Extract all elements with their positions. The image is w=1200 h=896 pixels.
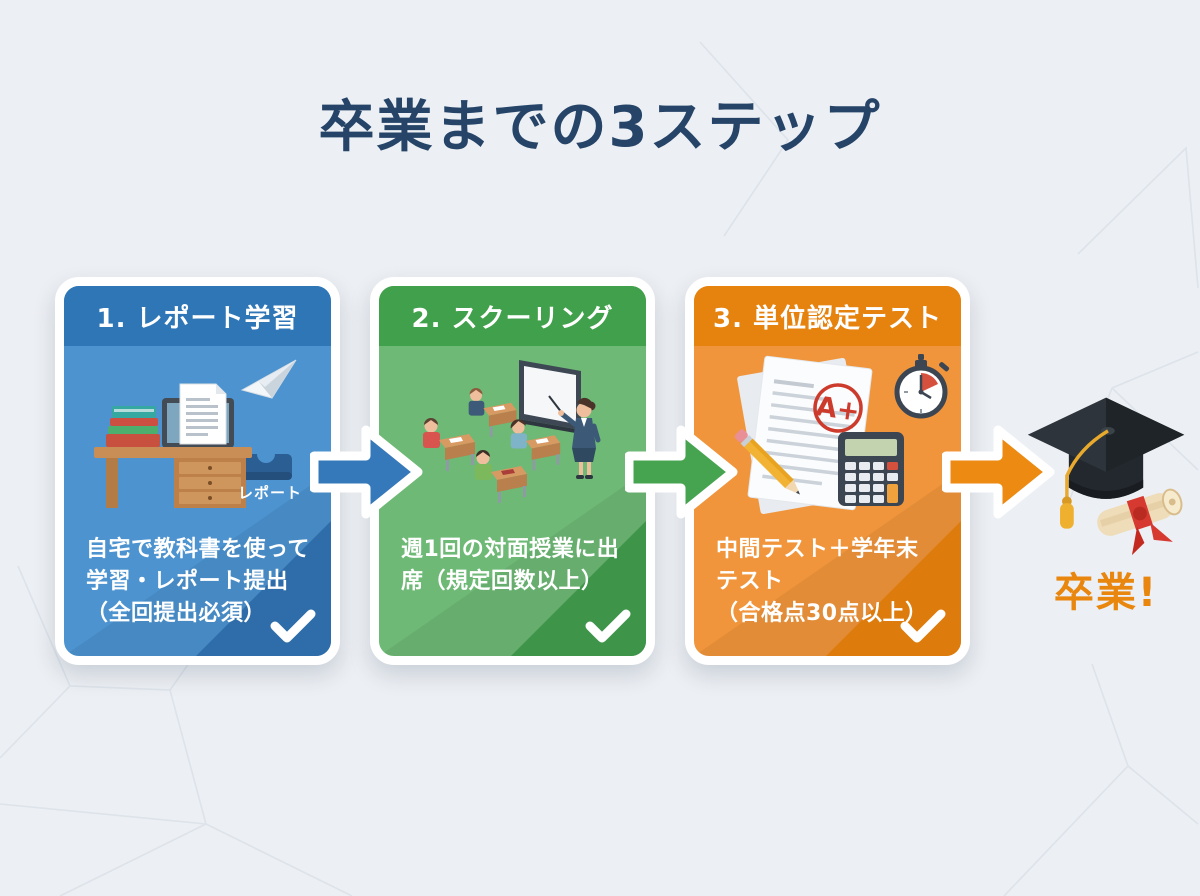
desk-icon bbox=[94, 447, 252, 508]
step-1-header: 1. レポート学習 bbox=[64, 286, 331, 346]
student-icon bbox=[423, 388, 561, 503]
step-card-schooling: 2. スクーリング bbox=[370, 277, 655, 665]
document-icon bbox=[179, 383, 227, 445]
grade-label: A+ bbox=[814, 391, 861, 428]
grade-a-plus-icon: A+ bbox=[813, 383, 863, 433]
graduation-section: 卒業! bbox=[1018, 384, 1194, 618]
step-3-header: 3. 単位認定テスト bbox=[694, 286, 961, 346]
desk-laptop-report-illustration: レポート bbox=[66, 348, 328, 522]
books-icon bbox=[106, 406, 160, 447]
arrow-right-icon bbox=[624, 416, 743, 528]
step-2-header: 2. スクーリング bbox=[379, 286, 646, 346]
step-card-test: 3. 単位認定テスト bbox=[685, 277, 970, 665]
step-card-test-inner: 3. 単位認定テスト bbox=[685, 277, 970, 665]
stopwatch-icon bbox=[894, 354, 950, 419]
step-2-description: 週1回の対面授業に出席（規定回数以上） bbox=[401, 537, 620, 594]
checkmark-icon bbox=[900, 609, 946, 643]
step-card-schooling-inner: 2. スクーリング bbox=[370, 277, 655, 665]
calculator-icon bbox=[838, 432, 904, 506]
report-tray-icon bbox=[240, 445, 292, 480]
test-paper-calculator-stopwatch-illustration: A+ bbox=[696, 348, 958, 522]
classroom-teacher-students-illustration bbox=[381, 348, 643, 522]
page-title: 卒業までの3ステップ bbox=[318, 95, 882, 160]
step-card-report: 1. レポート学習 bbox=[55, 277, 340, 665]
diploma-icon bbox=[1097, 488, 1183, 556]
pencil-icon bbox=[734, 429, 800, 495]
graduation-cap-diploma-icon bbox=[1027, 397, 1185, 556]
graduation-label: 卒業! bbox=[1053, 570, 1159, 616]
paper-plane-icon bbox=[240, 359, 297, 399]
arrow-right-icon bbox=[941, 416, 1060, 528]
step-3-description: 中間テスト＋学年末テスト（合格点30点以上） bbox=[716, 537, 928, 626]
report-tray-label: レポート bbox=[237, 484, 302, 502]
whiteboard-icon bbox=[519, 360, 581, 434]
teacher-icon bbox=[548, 395, 601, 479]
arrow-right-icon bbox=[309, 416, 428, 528]
checkmark-icon bbox=[585, 609, 631, 643]
checkmark-icon bbox=[270, 609, 316, 643]
step-1-description: 自宅で教科書を使って学習・レポート提出（全回提出必須） bbox=[86, 537, 310, 626]
step-card-report-inner: 1. レポート学習 bbox=[55, 277, 340, 665]
